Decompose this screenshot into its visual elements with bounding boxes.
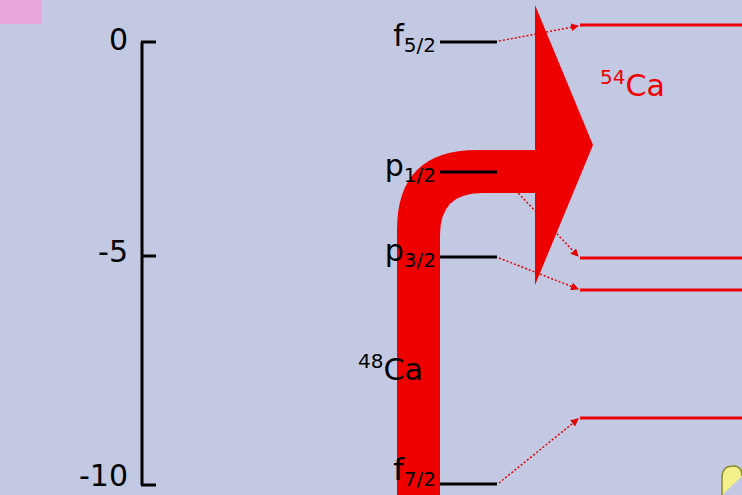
level-lines xyxy=(440,42,497,484)
big-arrow xyxy=(397,5,593,495)
tick-label: -10 xyxy=(79,459,128,494)
nucleus-label: 54Ca xyxy=(600,69,665,104)
tick-label: -5 xyxy=(98,235,128,270)
level-label: p3/2 xyxy=(385,234,436,269)
corner-icon xyxy=(722,466,742,495)
level-label: f7/2 xyxy=(393,453,436,488)
nucleus-label: 48Ca xyxy=(358,353,423,388)
tick-label: 0 xyxy=(109,23,128,58)
corner-fragment xyxy=(0,0,42,24)
energy-axis xyxy=(141,42,156,485)
shift-arrows xyxy=(499,26,578,483)
level-label: f5/2 xyxy=(393,19,436,54)
shifted-levels xyxy=(580,25,742,418)
level-label: p1/2 xyxy=(385,149,436,184)
